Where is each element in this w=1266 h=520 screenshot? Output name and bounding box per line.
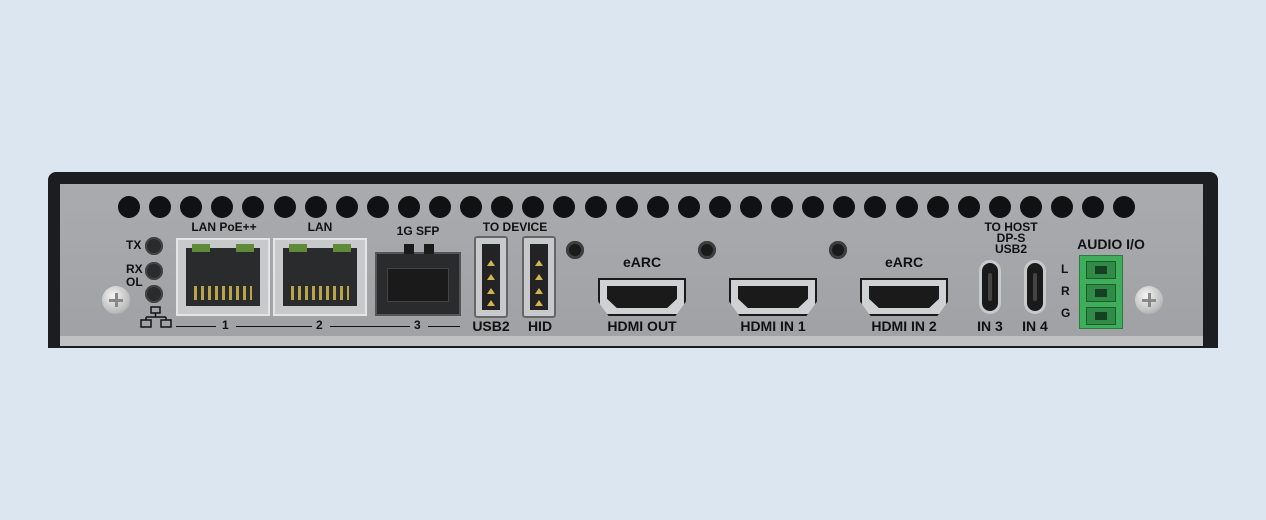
panel-bottom-edge bbox=[60, 336, 1203, 346]
hid-label: HID bbox=[527, 318, 553, 334]
in3-label: IN 3 bbox=[977, 318, 1003, 334]
vent-hole bbox=[335, 196, 358, 218]
sfp-latch-left bbox=[404, 244, 414, 254]
led-label-rx: RX bbox=[126, 262, 143, 276]
audio-pin-r: R bbox=[1061, 284, 1070, 298]
port-number-3: 3 bbox=[414, 318, 421, 332]
audio-io-label: AUDIO I/O bbox=[1077, 236, 1145, 252]
vent-hole bbox=[553, 196, 576, 218]
lan-label: LAN bbox=[307, 220, 333, 234]
mount-hole-1 bbox=[566, 241, 584, 259]
vent-hole bbox=[771, 196, 794, 218]
vent-hole bbox=[864, 196, 887, 218]
vent-hole bbox=[366, 196, 389, 218]
vent-hole bbox=[988, 196, 1011, 218]
vent-hole bbox=[833, 196, 856, 218]
sfp-label: 1G SFP bbox=[396, 224, 440, 238]
mount-hole-3 bbox=[829, 241, 847, 259]
vent-hole bbox=[211, 196, 234, 218]
network-icon bbox=[140, 306, 172, 328]
port-rule-3 bbox=[428, 326, 460, 327]
sfp-latch-right bbox=[424, 244, 434, 254]
mount-hole-2 bbox=[698, 241, 716, 259]
vent-hole bbox=[304, 196, 327, 218]
usb2-port[interactable] bbox=[474, 236, 508, 318]
vent-hole bbox=[584, 196, 607, 218]
to-host-label: TO HOST bbox=[984, 220, 1038, 234]
usb2-host-label: USB2 bbox=[994, 242, 1028, 256]
vent-hole bbox=[1019, 196, 1042, 218]
audio-pin-g: G bbox=[1061, 306, 1071, 320]
vent-hole bbox=[273, 196, 296, 218]
vent-hole bbox=[397, 196, 420, 218]
led-label-ol: OL bbox=[126, 275, 143, 289]
vent-hole bbox=[802, 196, 825, 218]
lan-port[interactable] bbox=[273, 238, 367, 316]
vent-hole bbox=[118, 196, 140, 218]
vent-hole bbox=[460, 196, 483, 218]
hid-port[interactable] bbox=[522, 236, 556, 318]
vent-hole bbox=[1082, 196, 1105, 218]
vent-hole bbox=[957, 196, 980, 218]
hdmi-in1-port[interactable] bbox=[729, 278, 817, 316]
vent-hole bbox=[522, 196, 545, 218]
to-device-label: TO DEVICE bbox=[482, 220, 548, 234]
usbc-in3-port[interactable] bbox=[979, 260, 1001, 314]
port-number-1: 1 bbox=[222, 318, 229, 332]
vent-hole bbox=[429, 196, 451, 218]
vent-hole bbox=[1051, 196, 1073, 218]
vent-hole bbox=[491, 196, 514, 218]
vent-hole bbox=[895, 196, 918, 218]
lan-poe-label: LAN PoE++ bbox=[191, 220, 257, 234]
in4-label: IN 4 bbox=[1022, 318, 1048, 334]
vent-hole bbox=[242, 196, 265, 218]
vent-hole bbox=[149, 196, 172, 218]
hdmi-in2-label: HDMI IN 2 bbox=[871, 318, 937, 334]
vent-hole bbox=[926, 196, 949, 218]
audio-terminal-block[interactable] bbox=[1079, 255, 1123, 329]
usb2-label: USB2 bbox=[472, 318, 510, 334]
hdmi-in2-port[interactable] bbox=[860, 278, 948, 316]
earc-label-2: eARC bbox=[884, 254, 924, 270]
audio-pin-l: L bbox=[1061, 262, 1069, 276]
vent-hole bbox=[677, 196, 700, 218]
vent-hole bbox=[740, 196, 762, 218]
hdmi-out-label: HDMI OUT bbox=[607, 318, 677, 334]
usbc-in4-port[interactable] bbox=[1024, 260, 1046, 314]
port-rule-1a bbox=[176, 326, 216, 327]
dp-s-label: DP-S bbox=[996, 231, 1026, 245]
sfp-cage[interactable] bbox=[375, 252, 461, 316]
hdmi-in1-label: HDMI IN 1 bbox=[740, 318, 806, 334]
vent-hole bbox=[708, 196, 731, 218]
left-screw-icon bbox=[102, 286, 130, 314]
port-rule-2 bbox=[330, 326, 410, 327]
vent-hole bbox=[180, 196, 203, 218]
vent-hole bbox=[615, 196, 638, 218]
led-label-tx: TX bbox=[126, 238, 142, 252]
vent-hole bbox=[1113, 196, 1136, 218]
port-number-2: 2 bbox=[316, 318, 323, 332]
port-rule-1b bbox=[236, 326, 312, 327]
right-screw-icon bbox=[1135, 286, 1163, 314]
lan-poe-port[interactable] bbox=[176, 238, 270, 316]
hdmi-out-port[interactable] bbox=[598, 278, 686, 316]
vent-hole bbox=[646, 196, 669, 218]
rx-led bbox=[145, 262, 163, 280]
ol-led bbox=[145, 285, 163, 303]
tx-led bbox=[145, 237, 163, 255]
earc-label-1: eARC bbox=[622, 254, 662, 270]
